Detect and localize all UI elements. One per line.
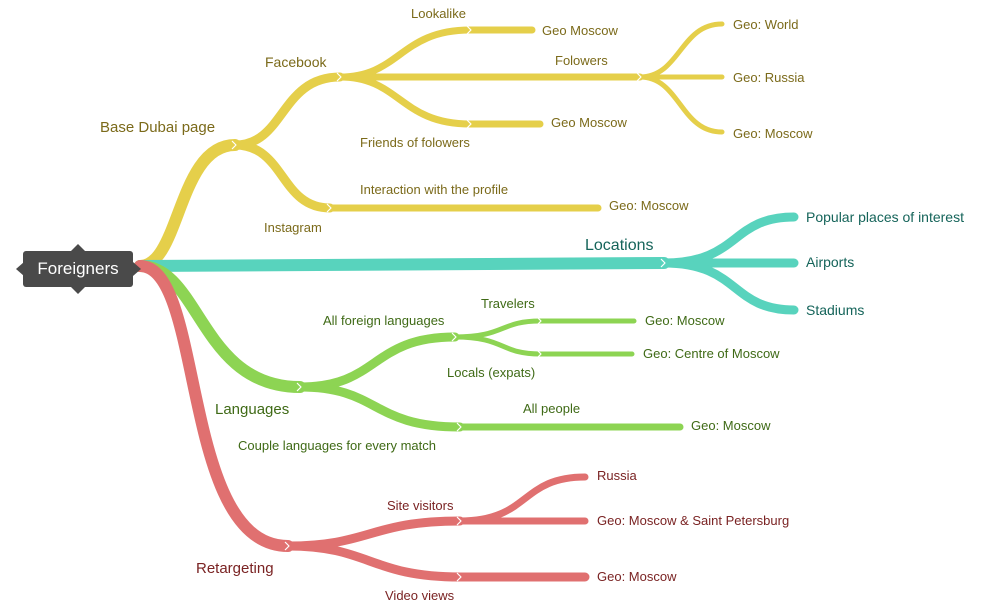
label-site-visitors: Site visitors (387, 498, 454, 513)
label-all-people-geo: Geo: Moscow (691, 418, 771, 433)
node-marker (466, 119, 472, 129)
label-friends: Friends of folowers (360, 135, 470, 150)
node-marker (451, 332, 457, 342)
root-arrow-right (133, 262, 141, 276)
label-locations: Locations (585, 237, 654, 254)
label-retargeting: Retargeting (196, 560, 274, 577)
edge-site-visitors-russia (456, 473, 589, 525)
edge-root-locations (134, 257, 670, 272)
label-travelers-geo: Geo: Moscow (645, 313, 725, 328)
node-marker (296, 382, 302, 392)
edge-languages-couple (295, 382, 465, 432)
root-arrow-left (16, 262, 24, 276)
node-marker (660, 258, 666, 268)
edge-retargeting-video-views (283, 541, 590, 582)
node-marker (456, 422, 462, 432)
label-locations-popular: Popular places of interest (806, 209, 964, 225)
label-locations-stadiums: Stadiums (806, 302, 864, 318)
label-interaction-geo: Geo: Moscow (609, 198, 689, 213)
label-followers: Folowers (555, 53, 608, 68)
label-followers-geo-world: Geo: World (733, 17, 799, 32)
node-marker (284, 541, 290, 551)
edge-root-base-dubai (134, 139, 241, 272)
label-all-people: All people (523, 401, 580, 416)
label-site-visitors-russia: Russia (597, 468, 638, 483)
root-arrow-top (71, 244, 85, 251)
edge-base-dubai-instagram (230, 140, 335, 213)
label-locals: Locals (expats) (447, 365, 535, 380)
edge-root-retargeting (134, 260, 294, 552)
node-marker (636, 72, 642, 82)
edge-all-foreign-locals (452, 334, 635, 357)
label-lookalike-geo: Geo Moscow (542, 23, 618, 38)
label-followers-geo-moscow: Geo: Moscow (733, 126, 813, 141)
node-marker (456, 572, 462, 582)
label-friends-geo: Geo Moscow (551, 115, 627, 130)
node-marker (231, 140, 237, 150)
label-lookalike: Lookalike (411, 6, 466, 21)
edge-followers-moscow (637, 74, 725, 135)
root-node-label: Foreigners (37, 259, 119, 278)
edge-base-dubai-facebook (230, 72, 345, 150)
edge-facebook-friends (336, 73, 544, 128)
edge-retargeting-site-visitors (283, 516, 465, 551)
label-couple: Couple languages for every match (238, 438, 436, 453)
node-marker (456, 516, 462, 526)
label-interaction: Interaction with the profile (360, 182, 508, 197)
node-marker (536, 349, 542, 359)
label-instagram: Instagram (264, 220, 322, 235)
node-marker (326, 203, 332, 213)
edge-all-foreign-travelers (452, 318, 637, 340)
edge-locations-popular (659, 212, 799, 268)
node-marker (536, 316, 542, 326)
edge-facebook-lookalike (336, 26, 536, 81)
label-site-visitors-moscow-spb: Geo: Moscow & Saint Petersburg (597, 513, 789, 528)
label-travelers: Travelers (481, 296, 535, 311)
edge-languages-all-foreign (295, 332, 460, 392)
label-languages: Languages (215, 401, 289, 418)
edge-locations-stadiums (659, 258, 799, 315)
label-locations-airports: Airports (806, 254, 854, 270)
label-video-views: Video views (385, 588, 455, 603)
root-node[interactable]: Foreigners (23, 251, 133, 287)
label-facebook: Facebook (265, 54, 327, 70)
label-followers-geo-russia: Geo: Russia (733, 70, 805, 85)
edge-followers-world (637, 21, 725, 80)
root-arrow-bottom (71, 287, 85, 294)
label-all-foreign: All foreign languages (323, 313, 445, 328)
node-marker (466, 25, 472, 35)
node-marker (336, 72, 342, 82)
label-base-dubai: Base Dubai page (100, 119, 215, 136)
label-locals-geo: Geo: Centre of Moscow (643, 346, 780, 361)
label-video-views-geo: Geo: Moscow (597, 569, 677, 584)
